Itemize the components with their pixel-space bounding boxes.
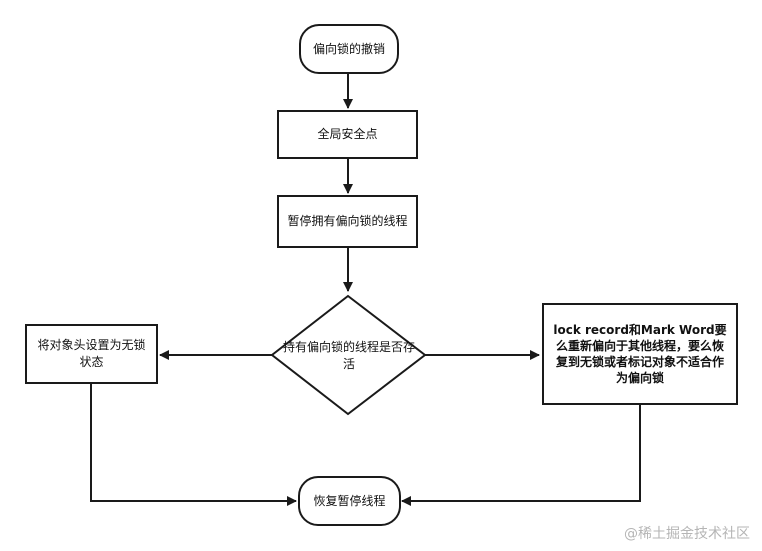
- start-label: 偏向锁的撤销: [312, 41, 385, 56]
- safepoint-node: 全局安全点: [277, 110, 418, 159]
- resume-label: 恢复暂停线程: [313, 493, 386, 508]
- resume-node: 恢复暂停线程: [298, 476, 401, 526]
- set-lockfree-node: 将对象头设置为无锁状态: [25, 324, 158, 384]
- edge-left-to-resume: [90, 384, 297, 506]
- decision-diamond: [270, 294, 427, 416]
- rebias-node: lock record和Mark Word要么重新偏向于其他线程，要么恢复到无锁…: [542, 303, 738, 405]
- edge-right-to-resume: [401, 405, 641, 506]
- pause-label: 暂停拥有偏向锁的线程: [287, 214, 408, 228]
- pause-node: 暂停拥有偏向锁的线程: [277, 195, 418, 248]
- decision-label: 持有偏向锁的线程是否存活: [282, 340, 415, 371]
- set-lockfree-label: 将对象头设置为无锁状态: [37, 338, 146, 369]
- rebias-label: lock record和Mark Word要么重新偏向于其他线程，要么恢复到无锁…: [553, 323, 727, 385]
- safepoint-label: 全局安全点: [317, 127, 378, 141]
- watermark-text: @稀土掘金技术社区: [624, 526, 750, 542]
- start-node: 偏向锁的撤销: [299, 24, 399, 74]
